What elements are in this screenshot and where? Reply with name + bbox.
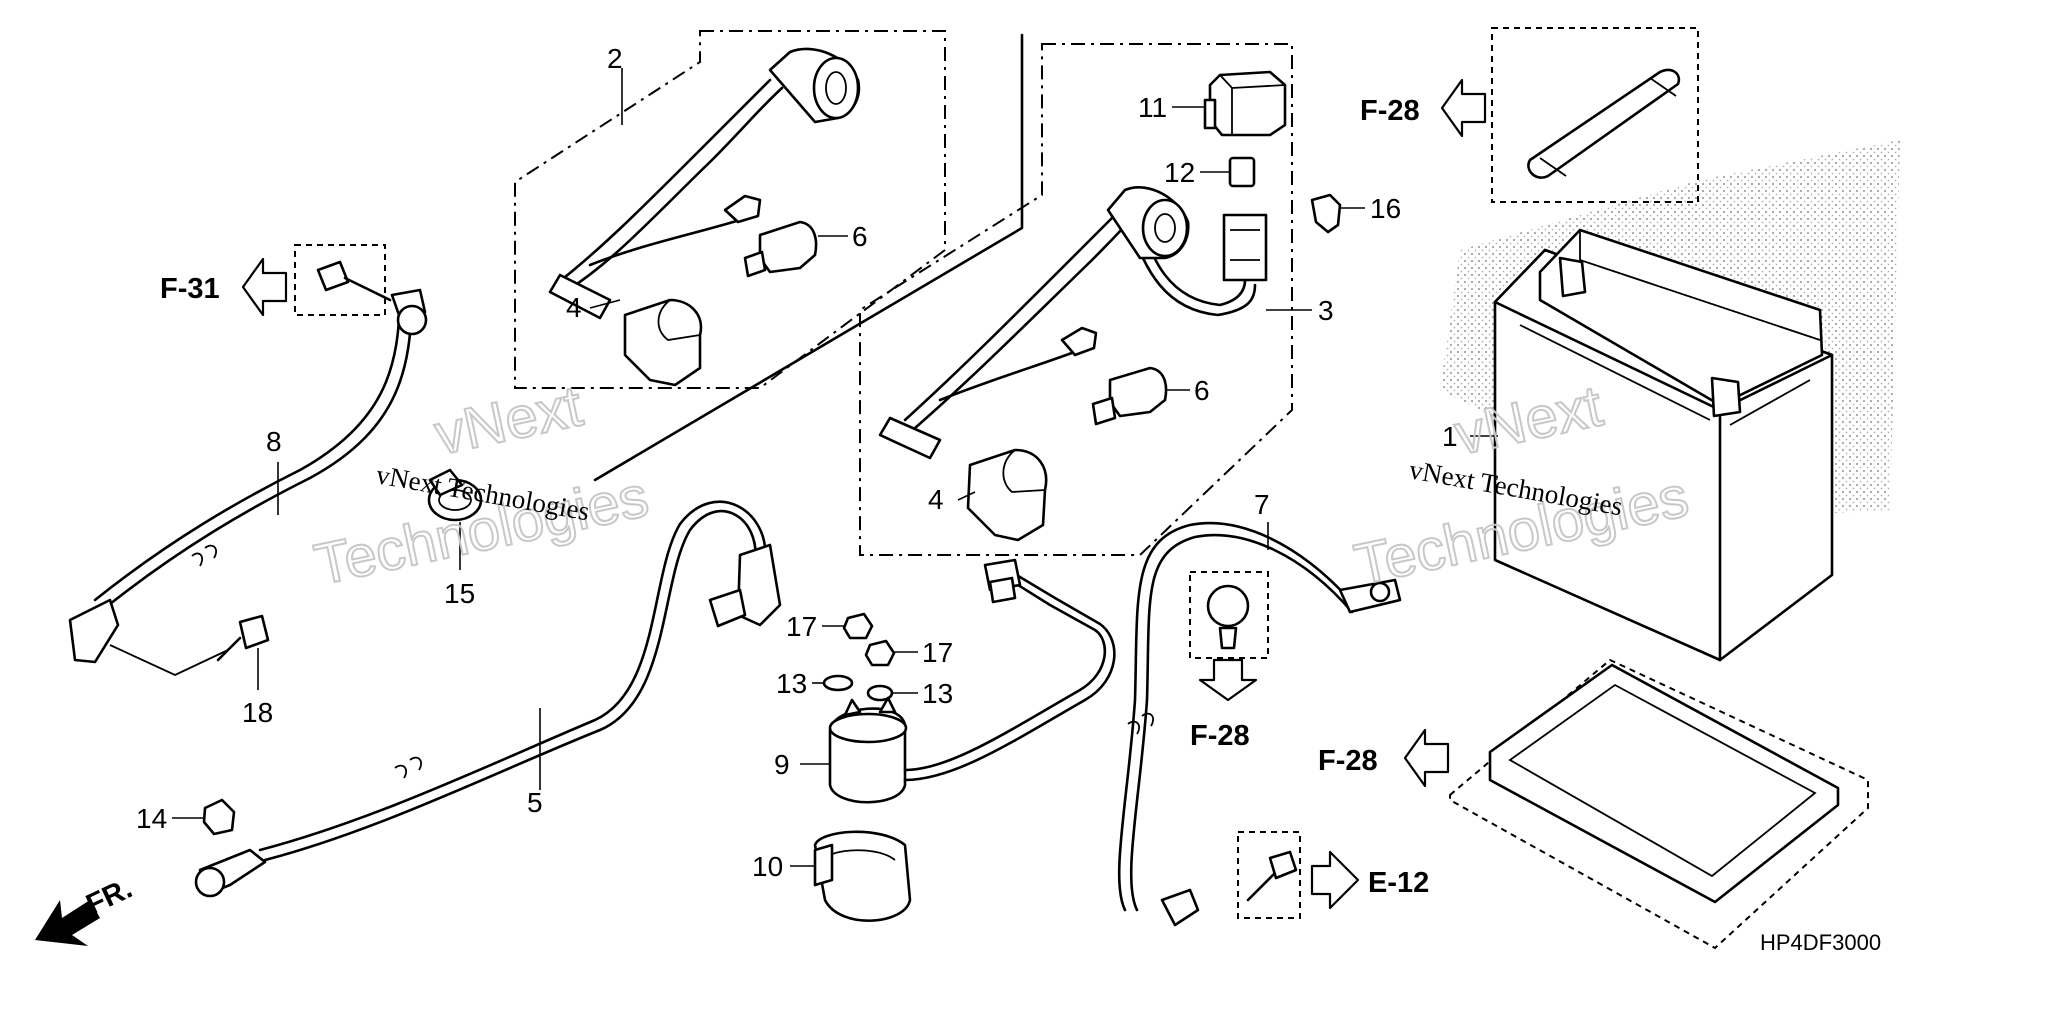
front-arrow-icon — [35, 900, 100, 946]
battery-part-1 — [1493, 228, 1834, 662]
bolt-e12 — [1237, 831, 1301, 919]
cable-part-8 — [68, 288, 428, 676]
diagram-code: HP4DF3000 — [1760, 930, 1881, 955]
label-part-4b: 4 — [928, 484, 944, 515]
label-part-4a: 4 — [566, 292, 582, 323]
watermark-left: vNext Technologies vNext Technologies — [308, 372, 655, 598]
label-part-18: 18 — [242, 697, 273, 728]
f28-tray-arrow — [1403, 728, 1450, 788]
f31-arrow — [241, 257, 288, 317]
group-box-2 — [514, 30, 946, 389]
clip-box-mid — [1189, 571, 1269, 659]
label-part-2: 2 — [607, 43, 623, 74]
harness-part-2 — [548, 47, 861, 387]
cable-part-5 — [194, 500, 782, 898]
relay-part-11 — [1203, 70, 1287, 137]
label-part-14: 14 — [136, 803, 167, 834]
harness-part-3 — [878, 186, 1268, 542]
leader-4a — [589, 299, 621, 309]
e12-arrow — [1310, 850, 1360, 910]
ref-f28-mid: F-28 — [1190, 720, 1250, 752]
label-part-16: 16 — [1370, 193, 1401, 224]
label-part-13b: 13 — [922, 678, 953, 709]
divider-line — [593, 33, 1024, 482]
label-part-15: 15 — [444, 578, 475, 609]
label-part-17a: 17 — [786, 611, 817, 642]
strap-box — [1491, 27, 1699, 203]
bolt-f31 — [294, 244, 392, 316]
ref-f28-top: F-28 — [1360, 95, 1420, 127]
label-part-6a: 6 — [852, 221, 868, 252]
ref-f31: F-31 — [160, 273, 220, 305]
f28-top-arrow — [1440, 78, 1487, 138]
clip-part-16 — [1310, 193, 1342, 234]
group-box-3 — [859, 43, 1293, 556]
label-part-3: 3 — [1318, 295, 1334, 326]
ref-f28-tray: F-28 — [1318, 745, 1378, 777]
label-part-12: 12 — [1164, 157, 1195, 188]
starter-relay-part-9 — [828, 558, 1116, 804]
label-part-10: 10 — [752, 851, 783, 882]
ref-e12: E-12 — [1368, 867, 1429, 899]
label-part-8: 8 — [266, 426, 282, 457]
label-part-9: 9 — [774, 749, 790, 780]
leader-4b — [957, 491, 976, 501]
bolt-part-18 — [216, 614, 270, 662]
label-part-17b: 17 — [922, 637, 953, 668]
cover-part-10 — [813, 830, 912, 922]
label-part-1: 1 — [1442, 421, 1458, 452]
band-part-15 — [427, 468, 483, 522]
label-part-5: 5 — [527, 787, 543, 818]
fuse-part-12 — [1228, 156, 1256, 188]
cable-part-7 — [1117, 521, 1402, 927]
battery-tray — [1449, 658, 1869, 950]
label-part-11: 11 — [1138, 92, 1167, 123]
label-part-7: 7 — [1254, 489, 1270, 520]
nuts-part-17 — [842, 612, 896, 667]
label-part-13a: 13 — [776, 668, 807, 699]
washers-part-13 — [822, 674, 894, 702]
nut-part-14 — [202, 798, 236, 836]
svg-text:vNext: vNext — [429, 373, 588, 467]
label-part-6b: 6 — [1194, 375, 1210, 406]
f28-mid-arrow — [1198, 658, 1258, 702]
